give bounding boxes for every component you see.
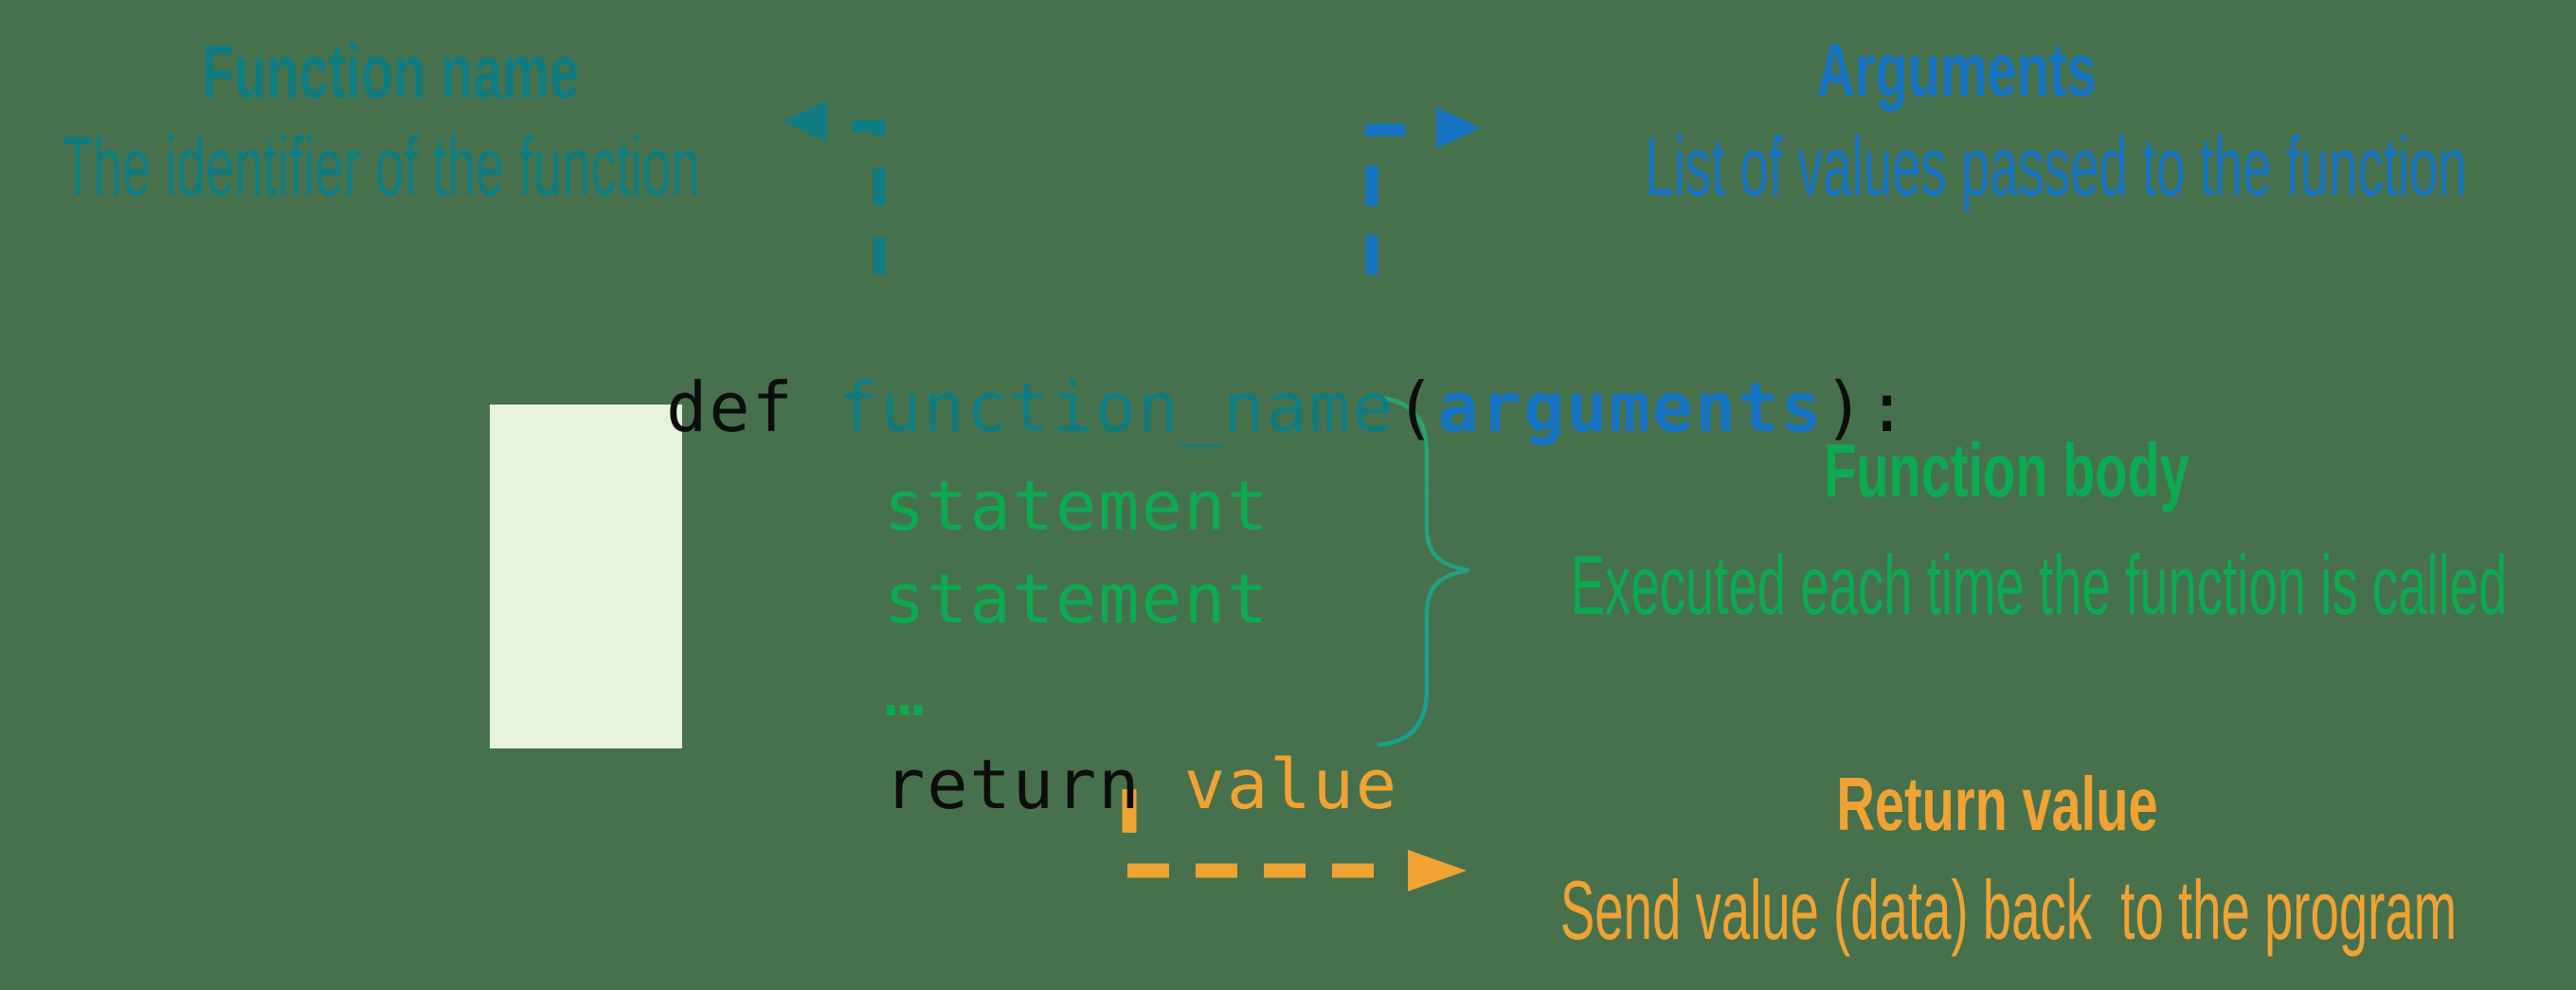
- code-statement-1: statement: [712, 404, 1270, 608]
- code-arguments: arguments: [1437, 368, 1824, 447]
- arguments-label-title: Arguments: [1816, 27, 2097, 112]
- indent-highlight-box: [490, 405, 682, 748]
- code-return-line: return value: [712, 682, 1398, 887]
- code-close-paren-colon: ):: [1823, 368, 1910, 447]
- function-name-dashed-arrow-icon: [783, 100, 886, 275]
- code-ellipsis: …: [884, 652, 928, 731]
- function-name-label-title: Function name: [201, 29, 580, 114]
- code-open-paren: (: [1395, 368, 1438, 447]
- code-statement-2: statement: [712, 496, 1270, 701]
- code-return-keyword: return: [884, 745, 1184, 824]
- code-statement-text: statement: [884, 559, 1270, 639]
- arguments-dashed-arrow-icon: [1365, 107, 1481, 275]
- code-ellipsis-line: …: [712, 589, 927, 794]
- function-body-label-subtitle: Executed each time the function is calle…: [1570, 538, 2508, 632]
- code-statement-text: statement: [884, 466, 1270, 546]
- return-value-label-title: Return value: [1836, 762, 2158, 846]
- function-body-label-title: Function body: [1824, 428, 2189, 513]
- code-def-line: def function_name(arguments):: [495, 305, 1909, 510]
- function-name-label-subtitle: The identifier of the function: [62, 119, 700, 213]
- return-value-label-subtitle: Send value (data) back to the program: [1559, 863, 2458, 957]
- code-function-name: function_name: [838, 368, 1396, 447]
- code-def-keyword: def: [666, 368, 838, 447]
- arguments-label-subtitle: List of values passed to the function: [1645, 119, 2467, 213]
- code-return-value: value: [1183, 745, 1398, 824]
